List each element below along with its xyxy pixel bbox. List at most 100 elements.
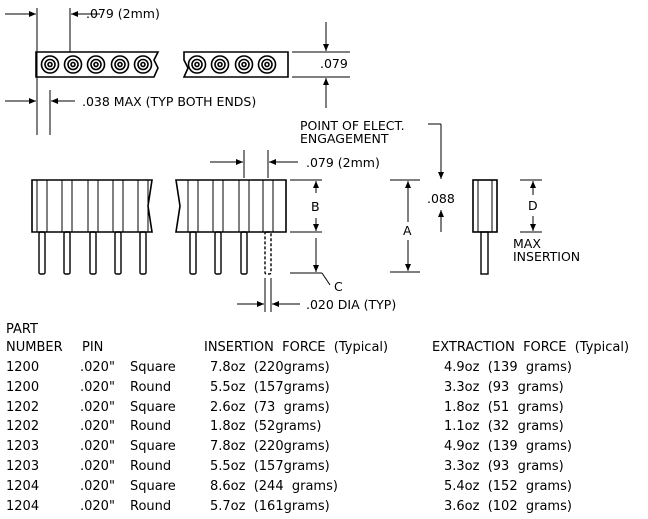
cell-insertion-force: 5.7oz (161grams): [210, 498, 330, 514]
cell-extraction-force: 5.4oz (152 grams): [444, 478, 572, 494]
end-max-label: .038 MAX (TYP BOTH ENDS): [82, 94, 256, 109]
front-dimensions: [210, 150, 331, 312]
connector-pin: [38, 231, 46, 275]
socket-hole-inner: [194, 61, 200, 68]
cell-pin-shape: Square: [130, 360, 176, 375]
socket-hole-outer: [110, 55, 130, 74]
socket-hole-mid: [214, 58, 226, 71]
cell-part-number: 1204: [6, 478, 40, 494]
header-insertion-force: INSERTION FORCE (Typical): [204, 340, 389, 355]
socket-hole-mid: [44, 58, 56, 71]
dim-d-label: D: [528, 198, 538, 213]
header-part-line2: NUMBER: [6, 340, 63, 355]
connector-pin: [139, 231, 147, 275]
socket-hole-mid: [137, 58, 149, 71]
cell-part-number: 1200: [6, 379, 40, 395]
cell-extraction-force: 1.1oz (32 grams): [444, 419, 564, 435]
cell-part-number: 1202: [6, 419, 40, 435]
cell-extraction-force: 1.8oz (51 grams): [444, 399, 564, 415]
side-view: [472, 179, 498, 275]
socket-hole-inner: [264, 61, 270, 68]
socket-hole-mid: [114, 58, 126, 71]
socket-hole-outer: [187, 55, 207, 74]
dim-c-label: C: [334, 279, 343, 294]
socket-hole-inner: [217, 61, 223, 68]
cell-pin-size: .020": [80, 498, 115, 514]
cell-pin-shape: Square: [130, 478, 176, 494]
top-dimensions: [5, 8, 350, 135]
cell-extraction-force: 3.6oz (102 grams): [444, 498, 572, 514]
connector-pin: [214, 231, 222, 275]
cell-pin-shape: Round: [130, 379, 172, 395]
socket-hole-outer: [257, 55, 277, 74]
socket-hole-outer: [234, 55, 254, 74]
socket-hole-inner: [140, 61, 146, 68]
connector-pin: [114, 231, 122, 275]
connector-drawing: .079 (2mm) .079 .038 MAX (TYP BOTH ENDS)…: [5, 6, 580, 312]
connector-pin: [240, 231, 248, 275]
socket-hole-outer: [133, 55, 153, 74]
socket-hole-inner: [117, 61, 123, 68]
cell-extraction-force: 3.3oz (93 grams): [444, 459, 564, 474]
pitch-side-label: .079 (2mm): [306, 155, 380, 170]
header-part-line1: PART: [6, 322, 38, 337]
socket-hole-mid: [238, 58, 250, 71]
socket-hole-mid: [67, 58, 79, 71]
cell-pin-size: .020": [80, 379, 115, 395]
socket-hole-inner: [47, 61, 53, 68]
height-079-label: .079: [320, 56, 348, 71]
cell-pin-shape: Square: [130, 399, 176, 415]
cell-pin-size: .020": [80, 399, 115, 415]
cell-part-number: 1203: [6, 459, 40, 474]
connector-pin: [189, 231, 197, 275]
cell-part-number: 1202: [6, 399, 40, 415]
socket-hole-mid: [191, 58, 203, 71]
cell-insertion-force: 8.6oz (244 grams): [210, 478, 338, 494]
socket-hole-mid: [261, 58, 273, 71]
connector-pin: [89, 231, 97, 275]
cell-insertion-force: 7.8oz (220grams): [210, 439, 330, 455]
socket-hole-inner: [70, 61, 76, 68]
cell-part-number: 1203: [6, 439, 40, 455]
engagement-label-line1: POINT OF ELECT.: [300, 118, 405, 133]
socket-hole-outer: [86, 55, 106, 74]
cell-extraction-force: 4.9oz (139 grams): [444, 360, 572, 375]
cell-pin-size: .020": [80, 360, 115, 375]
pitch-top-label: .079 (2mm): [86, 6, 160, 21]
cell-pin-shape: Round: [130, 419, 172, 435]
pin-dia-label: .020 DIA (TYP): [306, 297, 396, 312]
socket-hole-outer: [40, 55, 60, 74]
cell-insertion-force: 7.8oz (220grams): [210, 360, 330, 375]
socket-hole-inner: [93, 61, 99, 68]
cell-extraction-force: 3.3oz (93 grams): [444, 379, 564, 395]
cell-pin-size: .020": [80, 419, 115, 435]
socket-hole-outer: [210, 55, 230, 74]
dim-a-label: A: [403, 223, 412, 238]
dim-b-label: B: [311, 199, 320, 214]
cell-insertion-force: 5.5oz (157grams): [210, 459, 330, 474]
engagement-label-line2: ENGAGEMENT: [300, 131, 389, 146]
cell-part-number: 1204: [6, 498, 40, 514]
socket-hole-outer: [63, 55, 83, 74]
cell-pin-shape: Square: [130, 439, 176, 455]
cell-extraction-force: 4.9oz (139 grams): [444, 439, 572, 455]
cell-pin-size: .020": [80, 478, 115, 494]
cell-pin-size: .020": [80, 459, 115, 474]
cell-part-number: 1200: [6, 360, 40, 375]
dim-088-label: .088: [427, 191, 455, 206]
max-insertion-label-line2: INSERTION: [513, 249, 580, 264]
cell-insertion-force: 1.8oz (52grams): [210, 419, 322, 435]
front-view: [31, 179, 287, 275]
side-dimensions: [390, 123, 542, 273]
cell-pin-size: .020": [80, 439, 115, 455]
top-view-strip: [35, 51, 289, 78]
socket-hole-mid: [90, 58, 102, 71]
cell-pin-shape: Round: [130, 459, 172, 474]
socket-hole-inner: [241, 61, 247, 68]
header-extraction-force: EXTRACTION FORCE (Typical): [432, 340, 630, 355]
connector-pin: [264, 231, 272, 275]
header-pin: PIN: [82, 340, 104, 355]
max-insertion-label-line1: MAX: [513, 236, 541, 251]
connector-pin: [63, 231, 71, 275]
cell-pin-shape: Round: [130, 498, 172, 514]
